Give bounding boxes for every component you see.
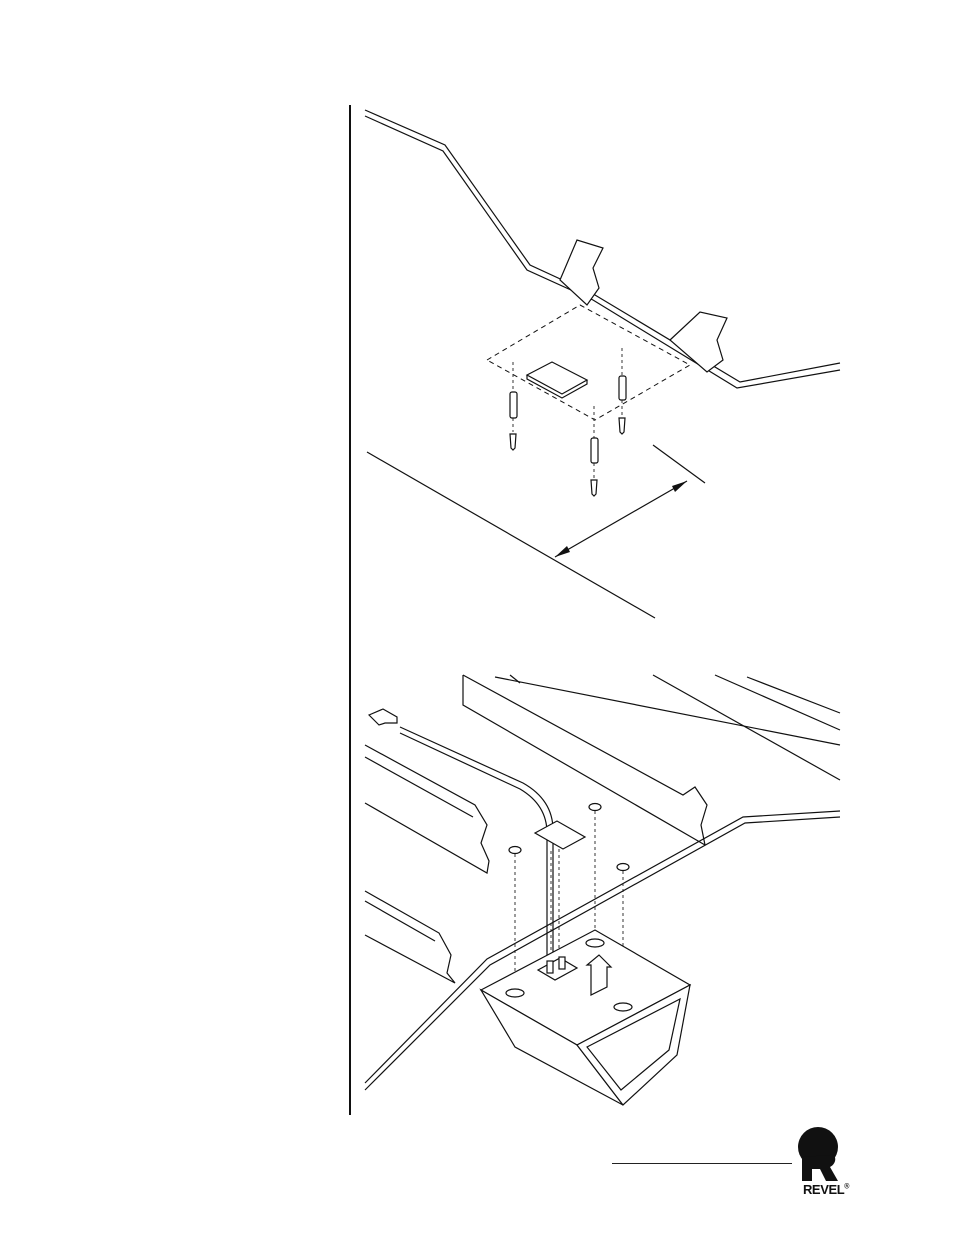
brand-wordmark: REVEL®: [796, 1182, 856, 1197]
ceiling-cable-hole: [535, 821, 585, 849]
speaker-installation-illustration: [355, 665, 845, 1115]
ceiling-beam: [365, 110, 840, 388]
cable-hole: [527, 362, 587, 398]
speaker-cable: [369, 709, 553, 955]
wall-ceiling-edge: [367, 452, 655, 618]
speaker-enclosure: [481, 930, 690, 1105]
dimension-arrow: [555, 445, 705, 557]
brand-trademark: ®: [844, 1184, 849, 1191]
brand-name: REVEL: [803, 1182, 844, 1197]
ceiling-mount-illustration: [355, 100, 845, 630]
wall-anchor-right: [619, 348, 626, 434]
footer-rule: [612, 1163, 792, 1164]
margin-rule: [349, 105, 351, 1115]
